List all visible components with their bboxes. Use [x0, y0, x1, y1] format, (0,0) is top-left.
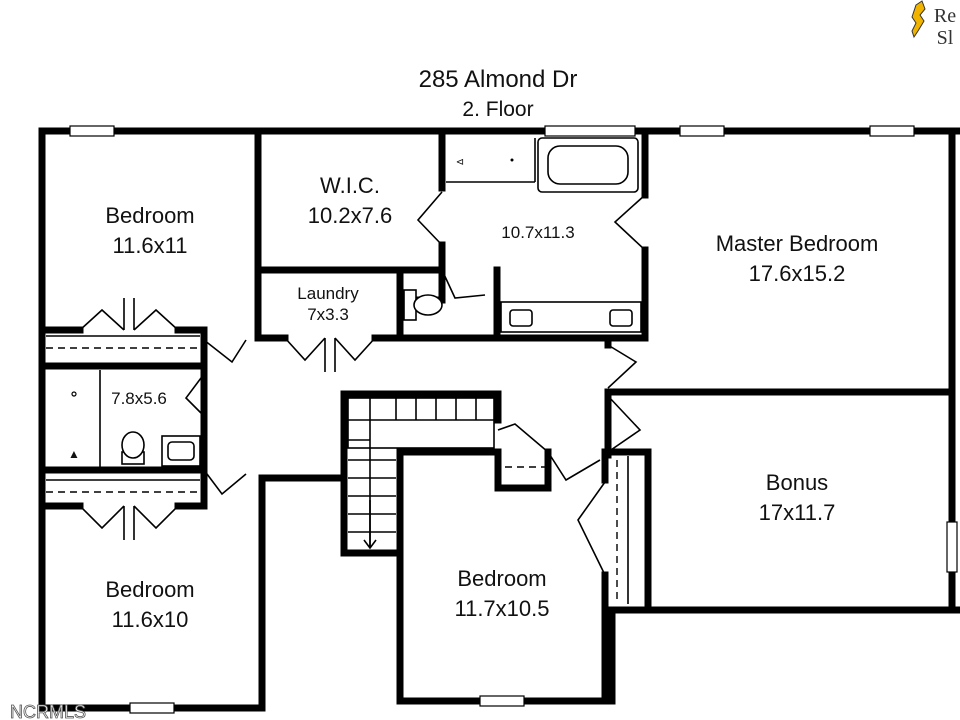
interior-walls [38, 127, 956, 705]
windows [69, 125, 958, 714]
logo-text-top: Re [934, 5, 956, 27]
svg-text:▲: ▲ [68, 447, 80, 461]
address-title: 285 Almond Dr [419, 66, 578, 93]
room-hall-bath: 7.8x5.6 [111, 389, 167, 408]
room-size: 11.6x11 [112, 233, 187, 258]
room-size: 17.6x15.2 [749, 261, 846, 286]
room-name: Master Bedroom [716, 231, 879, 256]
room-size: 10.7x11.3 [501, 223, 574, 242]
room-laundry: Laundry 7x3.3 [297, 284, 359, 324]
room-size: 11.7x10.5 [454, 596, 549, 621]
floor-subtitle: 2. Floor [462, 98, 533, 121]
room-master-bath: 10.7x11.3 [501, 223, 574, 242]
room-bedroom-nw: Bedroom 11.6x11 [105, 203, 194, 258]
room-name: Laundry [297, 284, 359, 303]
staircase [347, 397, 495, 550]
room-name: W.I.C. [320, 173, 380, 198]
room-bonus: Bonus 17x11.7 [759, 470, 836, 525]
room-size: 17x11.7 [759, 500, 836, 525]
room-name: Bonus [766, 470, 828, 495]
room-wic: W.I.C. 10.2x7.6 [308, 173, 392, 228]
realtor-logo: Re Sl [911, 0, 956, 49]
logo-text-bottom: Sl [937, 27, 954, 49]
svg-text:⊲: ⊲ [456, 157, 464, 168]
closet-details [46, 335, 629, 604]
watermark-text: NCRMLS [10, 702, 86, 720]
room-size: 11.6x10 [112, 607, 189, 632]
room-bedroom-sw: Bedroom 11.6x10 [105, 577, 194, 632]
room-name: Bedroom [105, 203, 194, 228]
room-size: 7x3.3 [307, 305, 349, 324]
fixtures: ⊲ ▲ [68, 137, 642, 467]
door-swings [79, 191, 646, 576]
room-master-bedroom: Master Bedroom 17.6x15.2 [716, 231, 879, 286]
room-bedroom-s: Bedroom 11.7x10.5 [454, 566, 549, 621]
room-size: 7.8x5.6 [111, 389, 167, 408]
room-name: Bedroom [457, 566, 546, 591]
room-name: Bedroom [105, 577, 194, 602]
room-size: 10.2x7.6 [308, 203, 392, 228]
